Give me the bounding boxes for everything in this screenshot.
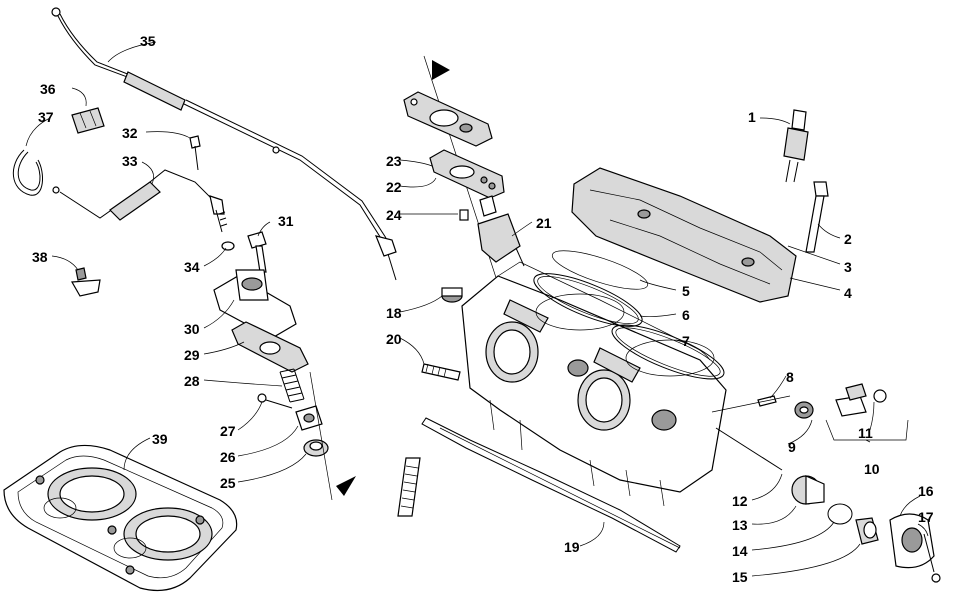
part-39-gasket-kit[interactable] [3,444,238,591]
callout-2[interactable]: 2 [844,231,852,247]
part-12-rod[interactable] [715,427,783,471]
part-27-screw[interactable] [257,393,293,409]
callout-labels: 1 2 3 4 5 6 7 8 9 10 11 12 13 14 15 16 1… [32,33,934,585]
part-19-base-gasket[interactable] [421,417,681,553]
part-35-cable[interactable] [51,7,397,281]
part-26-fitting[interactable] [295,405,323,431]
callout-25[interactable]: 25 [220,475,236,491]
part-1-spark-plug[interactable] [783,109,809,183]
part-5-oring[interactable] [549,243,652,297]
part-33-choke-cable[interactable] [52,169,225,221]
part-9-seal[interactable] [794,401,814,419]
part-7-oring[interactable] [606,315,729,390]
callout-1[interactable]: 1 [748,109,756,125]
callout-22[interactable]: 22 [386,179,402,195]
callout-8[interactable]: 8 [786,369,794,385]
part-14-oring[interactable] [827,503,853,525]
part-37-clamp[interactable] [12,149,43,196]
callout-24[interactable]: 24 [386,207,402,223]
long-stud [397,457,421,517]
callout-11[interactable]: 11 [858,425,873,441]
callout-13[interactable]: 13 [732,517,748,533]
part-22-gasket[interactable] [429,149,505,199]
callout-3[interactable]: 3 [844,259,852,275]
callout-31[interactable]: 31 [278,213,294,229]
part-38-clip[interactable] [71,267,101,297]
callout-19[interactable]: 19 [564,539,580,555]
bracket-10 [825,419,909,441]
part-13-plug[interactable] [791,475,825,505]
callout-39[interactable]: 39 [152,431,168,447]
cylinder-block[interactable] [461,261,727,507]
leader-lines [25,41,929,577]
callout-37[interactable]: 37 [38,109,54,125]
callout-23[interactable]: 23 [386,153,402,169]
part-17-screw[interactable] [923,533,941,583]
axis-line-right [711,395,791,413]
part-20-stud[interactable] [421,363,461,381]
callout-20[interactable]: 20 [386,331,402,347]
part-3-cylinder-head[interactable] [571,167,797,303]
callout-12[interactable]: 12 [732,493,748,509]
part-6-oring[interactable] [528,263,648,336]
part-23-flange[interactable] [403,91,493,147]
callout-21[interactable]: 21 [536,215,552,231]
part-32-bolt[interactable] [189,135,201,171]
callout-10[interactable]: 10 [864,461,880,477]
part-36-clip[interactable] [71,107,105,134]
part-18-cap[interactable] [441,287,463,303]
callout-17[interactable]: 17 [918,509,934,525]
arrow-bottom [336,476,356,496]
part-25-boot[interactable] [303,439,329,457]
arrow-top [432,60,450,80]
callout-16[interactable]: 16 [918,483,934,499]
callout-36[interactable]: 36 [40,81,56,97]
part-34-spring[interactable] [215,209,235,251]
part-30-flange[interactable] [213,269,297,339]
callout-7[interactable]: 7 [682,333,690,349]
part-15-sleeve[interactable] [855,517,879,545]
callout-29[interactable]: 29 [184,347,200,363]
callout-28[interactable]: 28 [184,373,200,389]
callout-32[interactable]: 32 [122,125,138,141]
axis-line-left [309,371,333,501]
callout-4[interactable]: 4 [844,285,852,301]
part-31-bolt[interactable] [247,231,267,273]
callout-9[interactable]: 9 [788,439,796,455]
callout-14[interactable]: 14 [732,543,748,559]
callout-35[interactable]: 35 [140,33,156,49]
callout-15[interactable]: 15 [732,569,748,585]
part-24-dowel[interactable] [459,209,469,221]
part-2-bolt[interactable] [805,181,829,253]
callout-5[interactable]: 5 [682,283,690,299]
callout-27[interactable]: 27 [220,423,236,439]
callout-34[interactable]: 34 [184,259,200,275]
callout-26[interactable]: 26 [220,449,236,465]
part-21-valve[interactable] [477,195,525,267]
part-28-spring[interactable] [279,368,305,403]
callout-6[interactable]: 6 [682,307,690,323]
callout-18[interactable]: 18 [386,305,402,321]
callout-33[interactable]: 33 [122,153,138,169]
callout-38[interactable]: 38 [32,249,48,265]
callout-30[interactable]: 30 [184,321,200,337]
part-11-injector[interactable] [835,383,887,417]
part-29-gasket[interactable] [231,321,309,373]
